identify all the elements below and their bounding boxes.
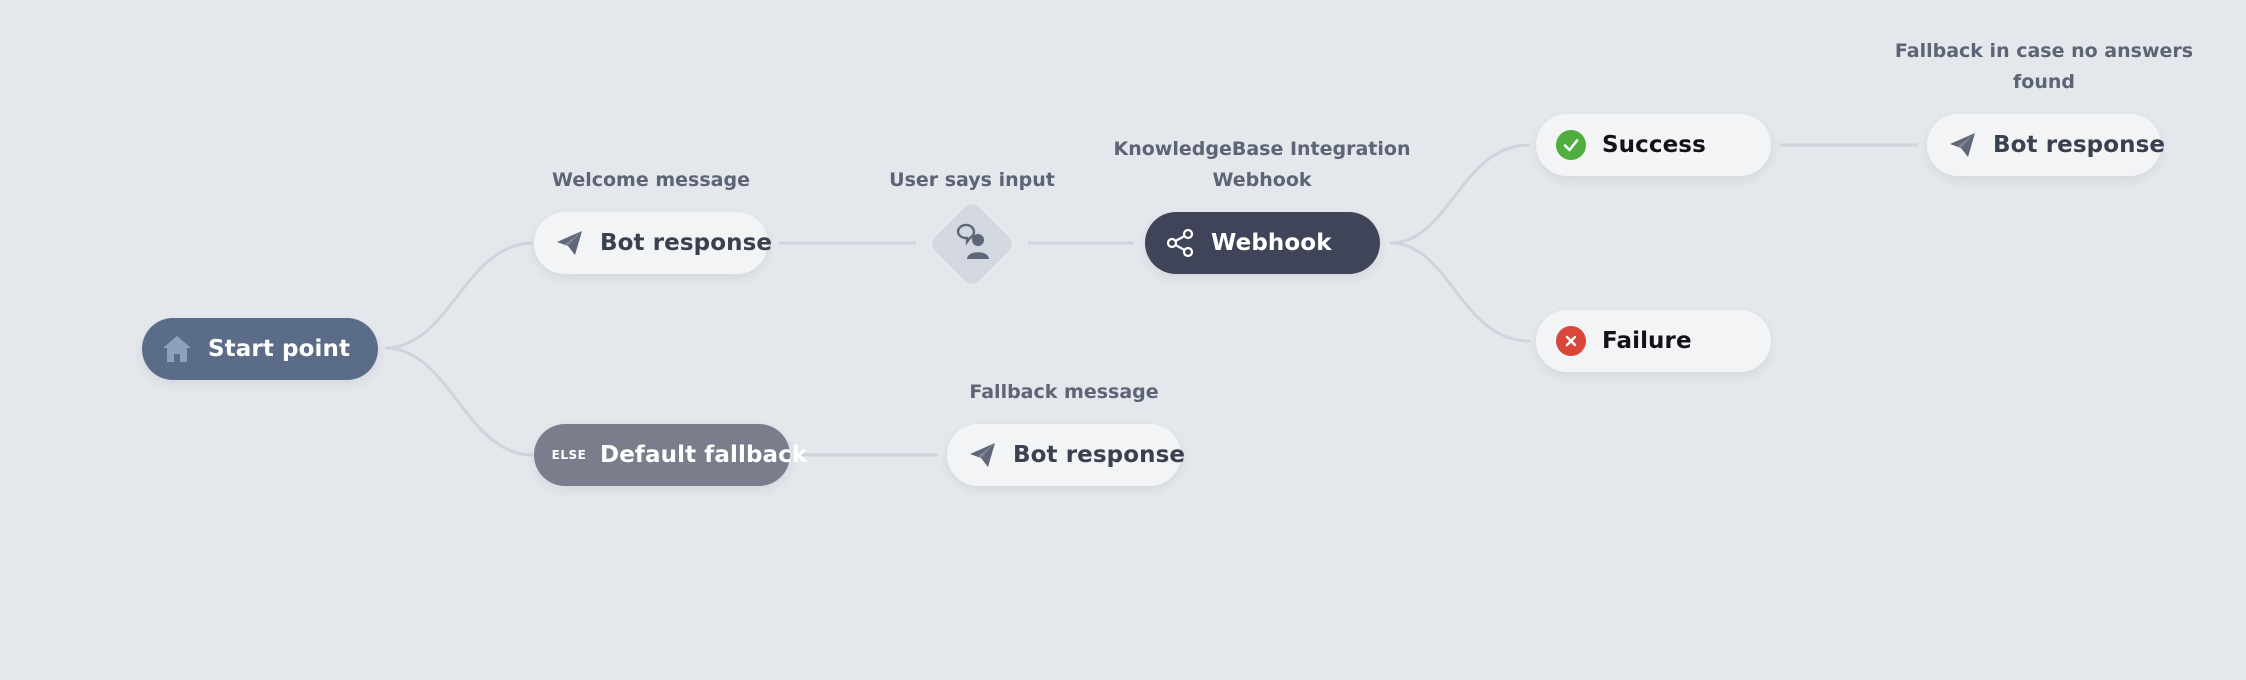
webhook-label: Webhook xyxy=(1211,230,1332,256)
webhook-caption-line2: Webhook xyxy=(1212,169,1312,191)
user-speech-icon xyxy=(956,223,989,259)
user-input-caption: User says input xyxy=(889,169,1055,191)
webhook-caption-line1: KnowledgeBase Integration xyxy=(1113,138,1411,160)
home-icon xyxy=(160,332,194,366)
else-tag: ELSE xyxy=(552,438,586,472)
connector-webhook-to-failure xyxy=(1389,241,1531,343)
welcome-bot-response-node[interactable]: Bot response xyxy=(534,212,772,274)
fallback-bot-response-label: Bot response xyxy=(1013,442,1186,468)
user-input-node[interactable] xyxy=(927,199,1017,289)
check-icon xyxy=(1554,128,1588,162)
paper-plane-icon xyxy=(552,226,586,260)
failure-node[interactable]: Failure xyxy=(1536,310,1771,372)
fallback-message-caption: Fallback message xyxy=(969,381,1159,403)
fallback-bot-response-node[interactable]: Bot response xyxy=(947,424,1185,486)
webhook-caption: KnowledgeBase Integration Webhook xyxy=(1114,134,1411,196)
welcome-message-caption: Welcome message xyxy=(552,169,750,191)
success-node[interactable]: Success xyxy=(1536,114,1771,176)
default-fallback-label: Default fallback xyxy=(600,442,808,468)
success-bot-caption: Fallback in case no answers found xyxy=(1895,36,2193,98)
connector-start-to-welcome xyxy=(384,241,534,350)
success-status-dot xyxy=(1556,130,1586,160)
success-bot-response-label: Bot response xyxy=(1993,132,2166,158)
webhook-node[interactable]: Webhook xyxy=(1145,212,1380,274)
success-bot-caption-line2: found xyxy=(2013,71,2075,93)
success-label: Success xyxy=(1602,132,1706,158)
share-icon xyxy=(1163,226,1197,260)
failure-label: Failure xyxy=(1602,328,1692,354)
default-fallback-node[interactable]: ELSE Default fallback xyxy=(534,424,807,486)
paper-plane-icon xyxy=(1945,128,1979,162)
connector-start-to-fallback xyxy=(384,346,534,457)
failure-status-dot xyxy=(1556,326,1586,356)
start-point-label: Start point xyxy=(208,336,351,362)
start-point-node[interactable]: Start point xyxy=(142,318,378,380)
x-icon xyxy=(1554,324,1588,358)
success-bot-caption-line1: Fallback in case no answers xyxy=(1894,40,2194,62)
else-tag-text: ELSE xyxy=(551,448,587,462)
welcome-bot-response-label: Bot response xyxy=(600,230,773,256)
paper-plane-icon xyxy=(965,438,999,472)
connector-webhook-to-success xyxy=(1389,143,1531,245)
success-bot-response-node[interactable]: Bot response xyxy=(1927,114,2165,176)
